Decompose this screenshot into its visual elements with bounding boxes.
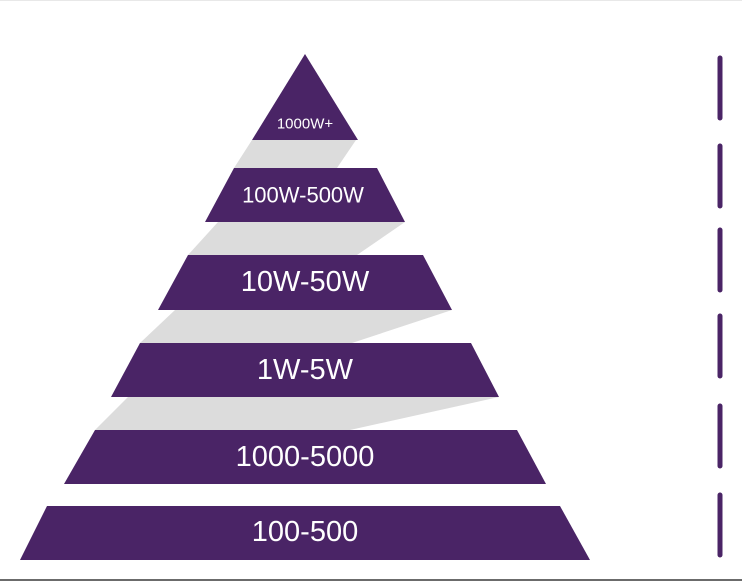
tier-1-label: 1000W+ xyxy=(277,116,334,133)
bottom-border xyxy=(0,579,742,581)
tier-4-shape xyxy=(111,343,499,397)
tier-3-shape xyxy=(158,255,452,310)
tier-5-shape xyxy=(64,430,546,484)
tier-1-shape xyxy=(252,54,358,140)
tier-2-label: 100W-500W xyxy=(242,183,364,208)
connector-band-1 xyxy=(234,140,356,168)
tier-2-shape xyxy=(205,168,405,222)
connector-band-2 xyxy=(188,222,405,255)
tier-3-label: 10W-50W xyxy=(241,266,370,298)
top-border xyxy=(0,0,742,1)
tier-6-label: 100-500 xyxy=(252,516,358,548)
connector-band-4 xyxy=(95,397,499,430)
tier-5-label: 1000-5000 xyxy=(236,441,375,473)
tier-6-shape xyxy=(20,506,590,560)
connector-band-3 xyxy=(140,310,452,343)
tier-4-label: 1W-5W xyxy=(257,354,354,386)
